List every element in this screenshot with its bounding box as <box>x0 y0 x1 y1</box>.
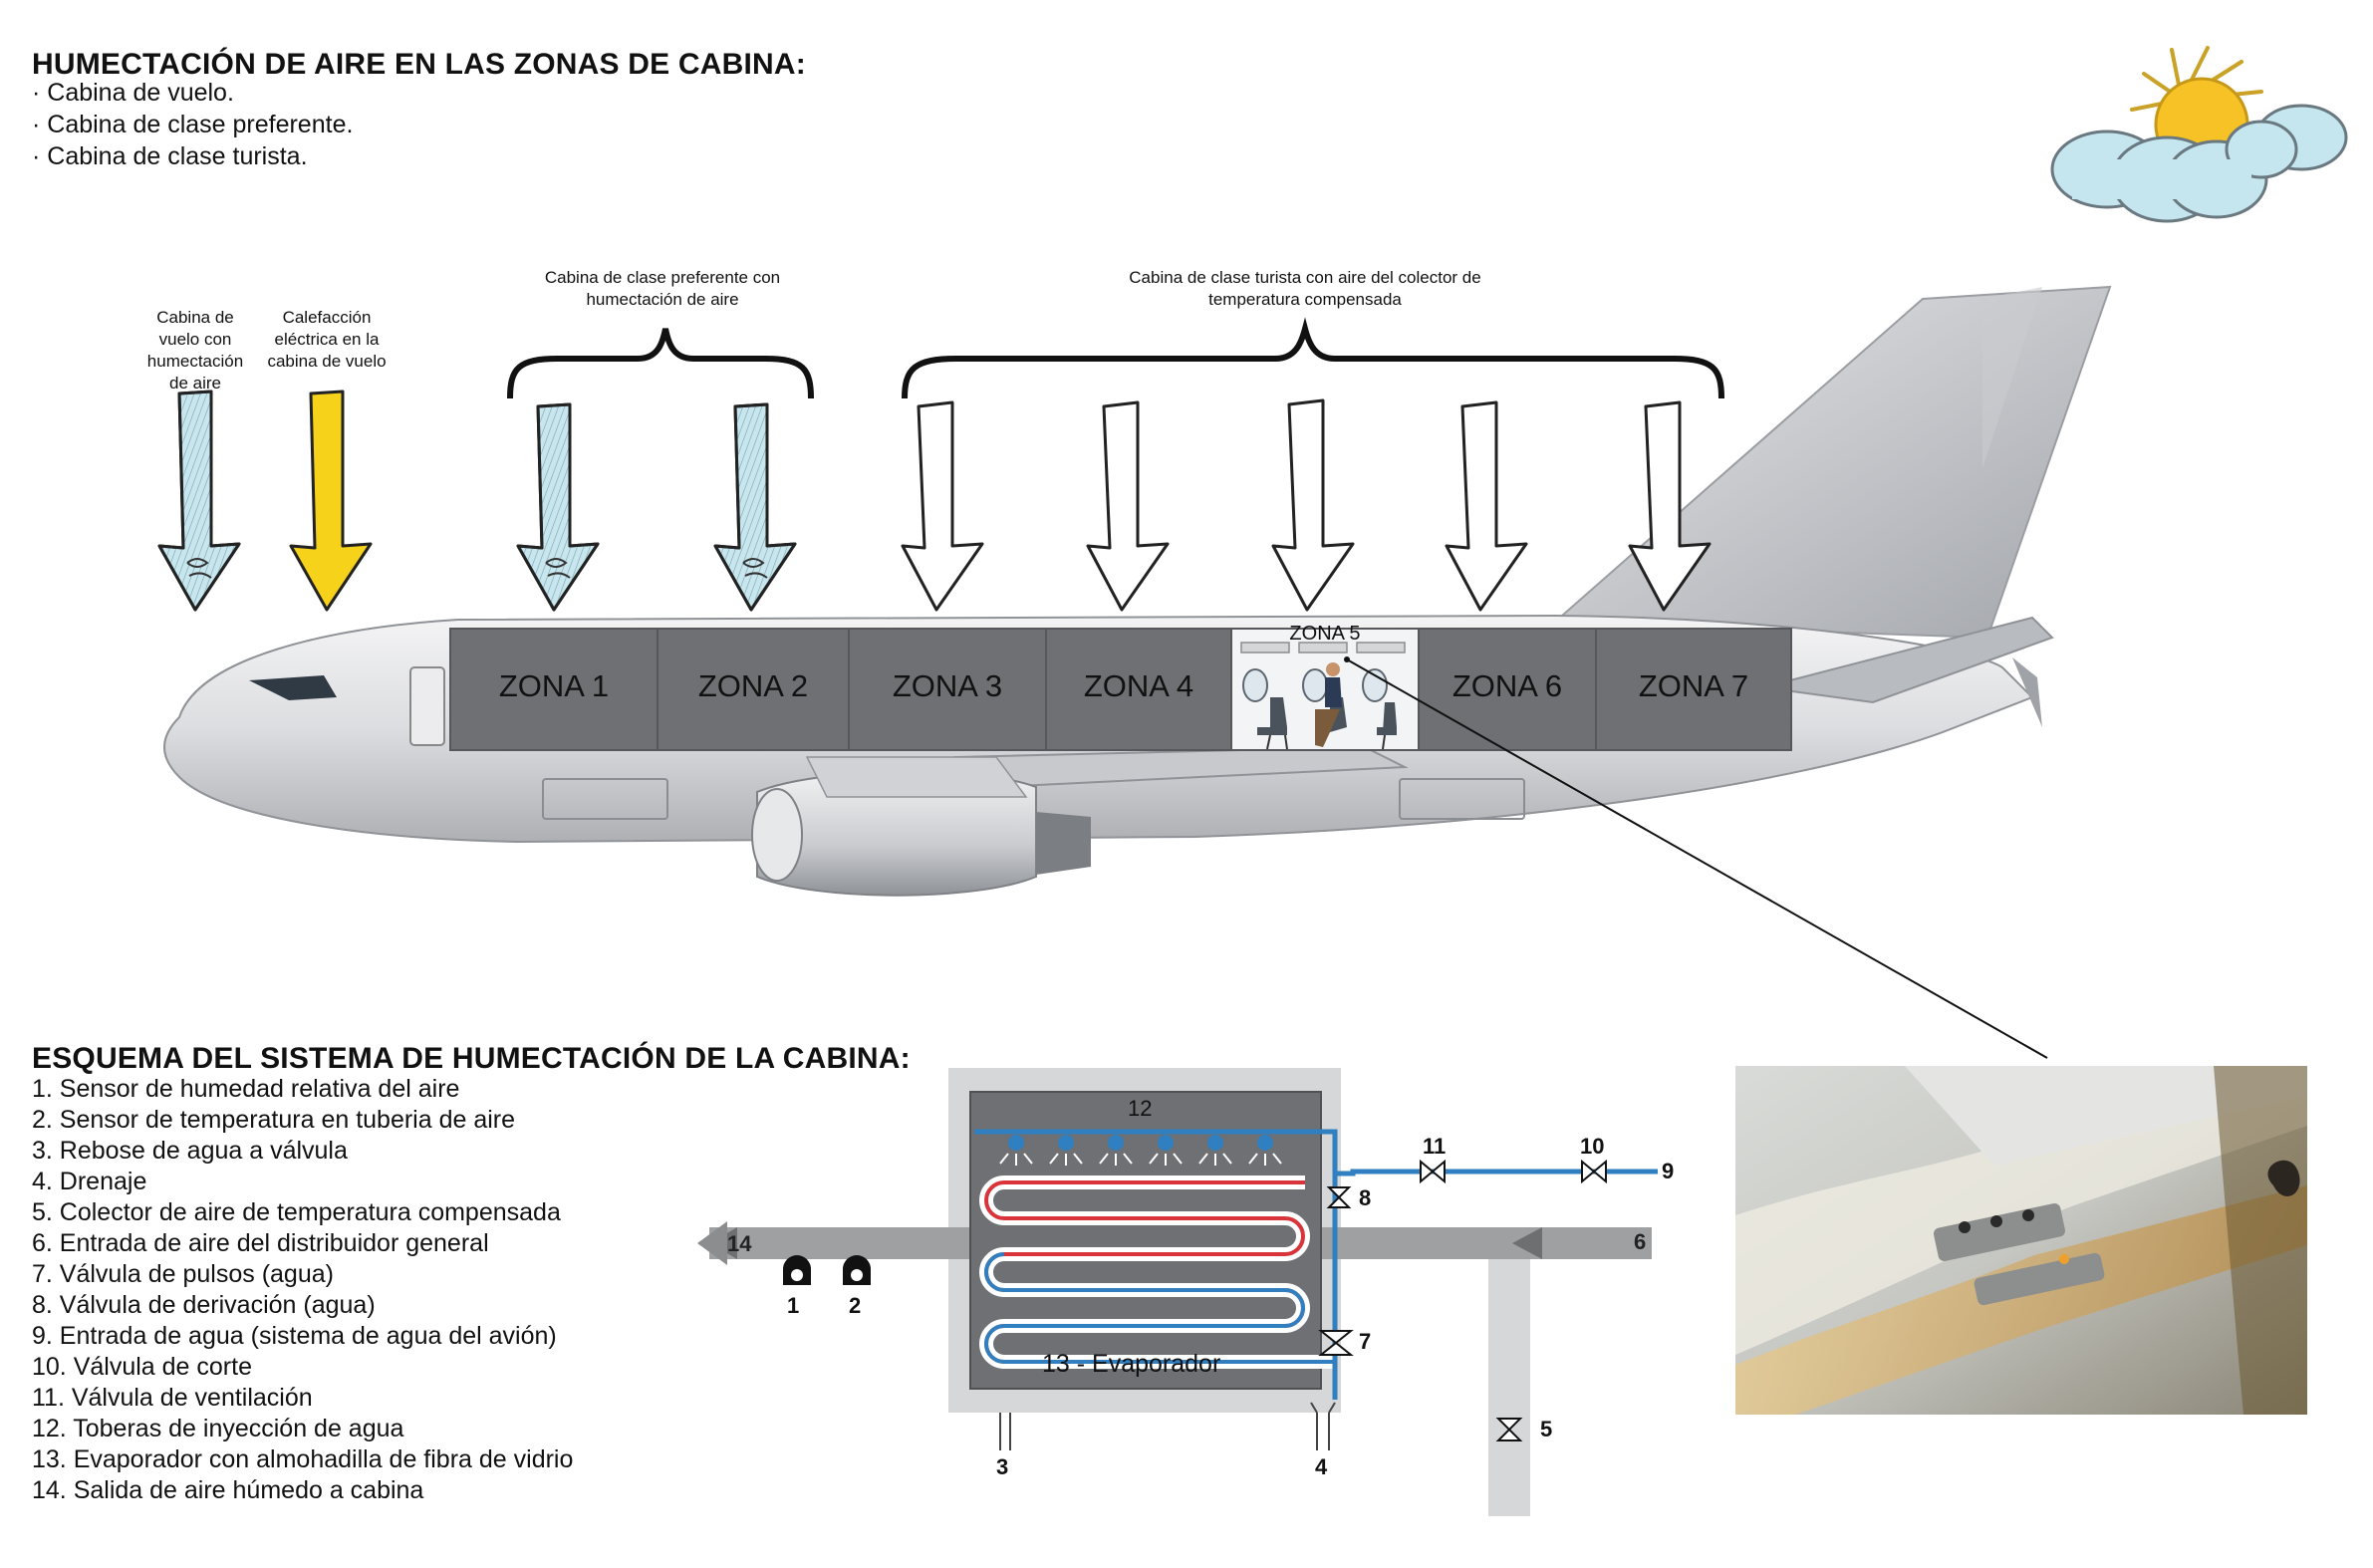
schema-legend: 1. Sensor de humedad relativa del aire 2… <box>32 1074 573 1506</box>
zone-4-label: ZONA 4 <box>1083 668 1194 703</box>
legend-item: 3. Rebose de agua a válvula <box>32 1137 348 1165</box>
zone-3-label: ZONA 3 <box>892 668 1003 703</box>
label-10: 10 <box>1580 1134 1605 1159</box>
legend-item: 11. Válvula de ventilación <box>32 1384 313 1412</box>
legend-item: 12. Toberas de inyección de agua <box>32 1415 404 1442</box>
legend-item: 7. Válvula de pulsos (agua) <box>32 1260 334 1288</box>
legend-item: 8. Válvula de derivación (agua) <box>32 1291 376 1319</box>
evaporator-label: 13 - Evaporador <box>1042 1350 1221 1378</box>
header-item-3: · Cabina de clase turista. <box>32 142 308 170</box>
label-1: 1 <box>787 1293 800 1318</box>
label-4: 4 <box>1315 1454 1328 1479</box>
legend-item: 4. Drenaje <box>32 1168 147 1195</box>
legend-item: 10. Válvula de corte <box>32 1353 252 1381</box>
legend-item: 5. Colector de aire de temperatura compe… <box>32 1198 561 1226</box>
cabin-ceiling-photo <box>1735 1066 2307 1415</box>
legend-item: 1. Sensor de humedad relativa del aire <box>32 1075 460 1103</box>
zone-5-label: ZONA 5 <box>1289 623 1361 645</box>
legend-item: 9. Entrada de agua (sistema de agua del … <box>32 1322 557 1350</box>
schema-title: ESQUEMA DEL SISTEMA DE HUMECTACIÓN DE LA… <box>32 1042 911 1075</box>
legend-item: 2. Sensor de temperatura en tuberia de a… <box>32 1106 516 1134</box>
header-item-1: · Cabina de vuelo. <box>32 79 234 107</box>
page-title: HUMECTACIÓN DE AIRE EN LAS ZONAS DE CABI… <box>32 48 806 81</box>
label-flight-deck-humid: Cabina de vuelo con humectación de aire <box>146 308 244 392</box>
sun-cloud-icon <box>2050 46 2348 223</box>
label-5: 5 <box>1540 1417 1553 1441</box>
zone-6-label: ZONA 6 <box>1451 668 1563 703</box>
label-12: 12 <box>1128 1096 1153 1121</box>
legend-item: 13. Evaporador con almohadilla de fibra … <box>32 1445 574 1473</box>
label-11: 11 <box>1423 1134 1447 1159</box>
header-item-2: · Cabina de clase preferente. <box>32 111 354 138</box>
label-7: 7 <box>1359 1329 1372 1354</box>
label-business-cabin: Cabina de clase preferente con humectaci… <box>544 268 781 309</box>
label-flight-deck-heating: Calefacción eléctrica en la cabina de vu… <box>267 308 387 371</box>
label-8: 8 <box>1359 1185 1372 1210</box>
zone-1-label: ZONA 1 <box>498 668 610 703</box>
zone-2-label: ZONA 2 <box>697 668 809 703</box>
label-6: 6 <box>1634 1229 1647 1254</box>
label-9: 9 <box>1662 1159 1675 1183</box>
legend-item: 14. Salida de aire húmedo a cabina <box>32 1476 424 1504</box>
zone-7-label: ZONA 7 <box>1638 668 1749 703</box>
label-3: 3 <box>996 1454 1009 1479</box>
label-2: 2 <box>849 1293 862 1318</box>
label-14: 14 <box>727 1231 752 1256</box>
legend-item: 6. Entrada de aire del distribuidor gene… <box>32 1229 489 1257</box>
label-economy-cabin: Cabina de clase turista con aire del col… <box>1129 268 1481 309</box>
